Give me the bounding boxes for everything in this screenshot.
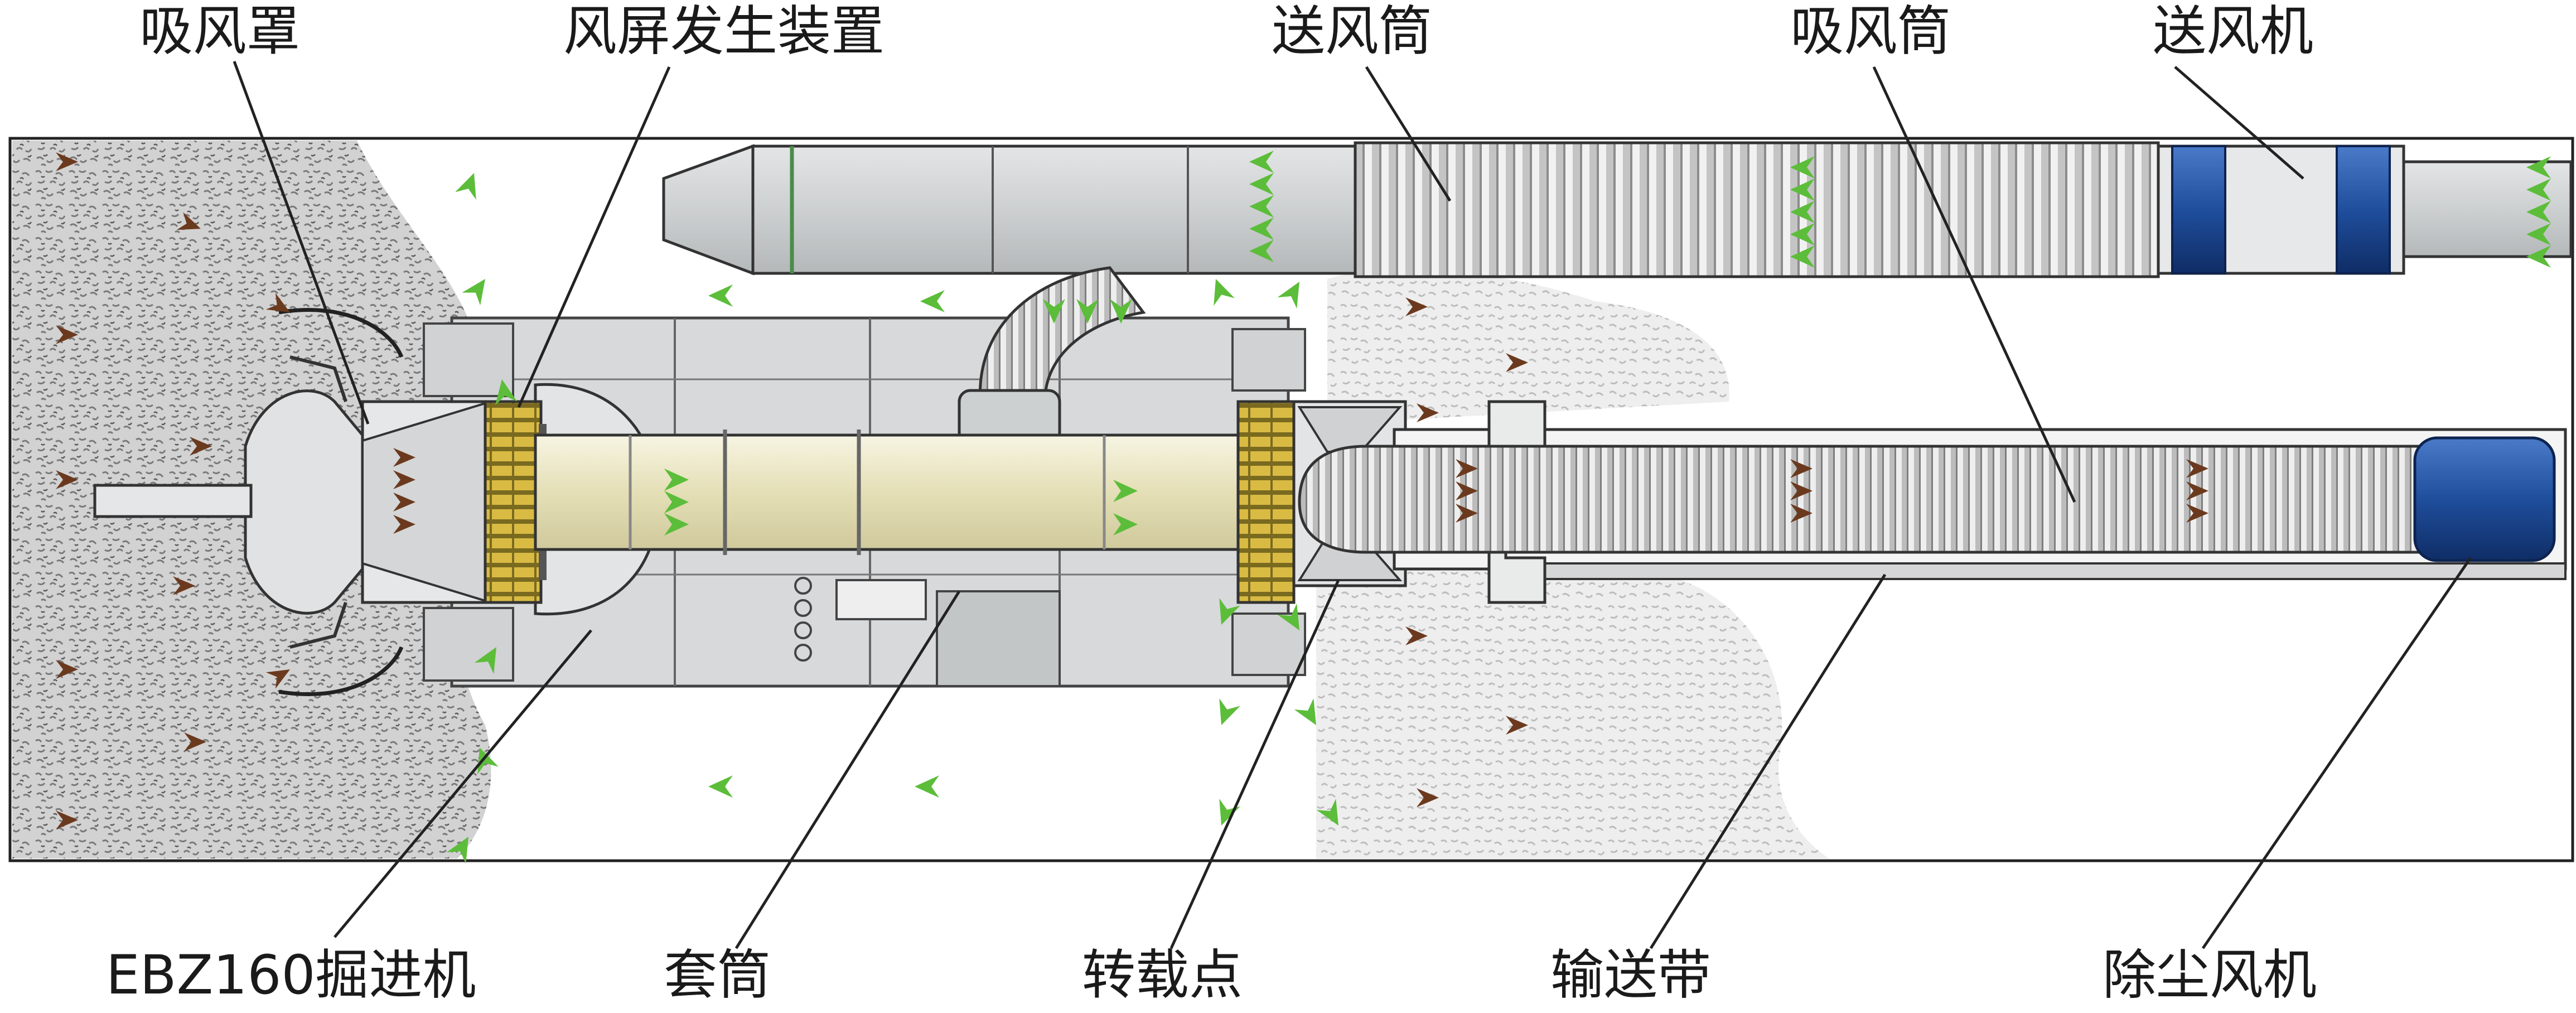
label-air-curtain-device: 风屏发生装置 [563,0,885,62]
label-sleeve: 套筒 [664,944,771,1006]
label-suction-duct: 吸风筒 [1790,0,1951,62]
label-supply-fan: 送风机 [2153,0,2313,62]
supply-duct [662,141,2573,278]
dust-cloud-rear-top [1327,269,1729,424]
supply-duct-flex [1354,141,2160,278]
label-supply-duct: 送风筒 [1272,0,1432,62]
label-suction-hood: 吸风罩 [139,0,300,62]
label-transfer-point: 转载点 [1082,944,1243,1006]
label-conveyor-belt: 输送带 [1550,944,1711,1006]
sleeve [534,430,1251,555]
cutting-head [93,308,492,696]
dust-removal-fan [2413,436,2556,562]
connector-duct [958,266,1146,445]
label-roadheader: EBZ160掘进机 [106,944,476,1006]
label-dust-fan: 除尘风机 [2103,944,2317,1006]
dust-cloud-rear-bottom [1316,554,1829,858]
transfer-point [1236,400,1407,604]
suction-duct [1298,445,2422,554]
leader-lines [233,61,2472,949]
